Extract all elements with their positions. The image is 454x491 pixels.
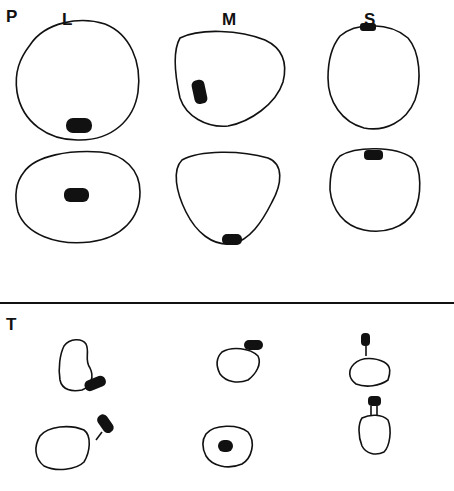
cell-outline: [16, 152, 140, 243]
cell-outline: [350, 359, 390, 387]
cell-outline: [328, 26, 419, 129]
cell-outline: [176, 152, 280, 244]
stalk-line: [96, 432, 102, 440]
nucleus: [222, 234, 242, 245]
stalk-line: [365, 346, 367, 356]
nucleus: [364, 150, 383, 160]
cell-outline: [359, 415, 390, 454]
nucleus: [218, 440, 233, 452]
panel-label: P: [6, 8, 17, 25]
nucleus: [64, 188, 89, 202]
column-label: S: [364, 11, 375, 28]
cell-outline: [175, 31, 284, 126]
stalk-line: [371, 406, 377, 416]
nucleus: [95, 412, 115, 435]
panel-label: T: [6, 316, 16, 333]
column-label: L: [62, 11, 72, 28]
nucleus: [83, 374, 108, 392]
cell-outline: [217, 349, 259, 382]
nucleus: [244, 340, 263, 350]
nucleus: [66, 118, 92, 133]
cell-outline: [203, 426, 252, 467]
cell-outline: [16, 21, 139, 140]
cell-outline: [330, 149, 420, 231]
nucleus: [368, 396, 381, 406]
cell-outline: [36, 427, 89, 470]
divider-line: [0, 302, 454, 304]
nucleus: [191, 79, 209, 105]
column-label: M: [222, 11, 236, 28]
nucleus: [361, 333, 370, 346]
